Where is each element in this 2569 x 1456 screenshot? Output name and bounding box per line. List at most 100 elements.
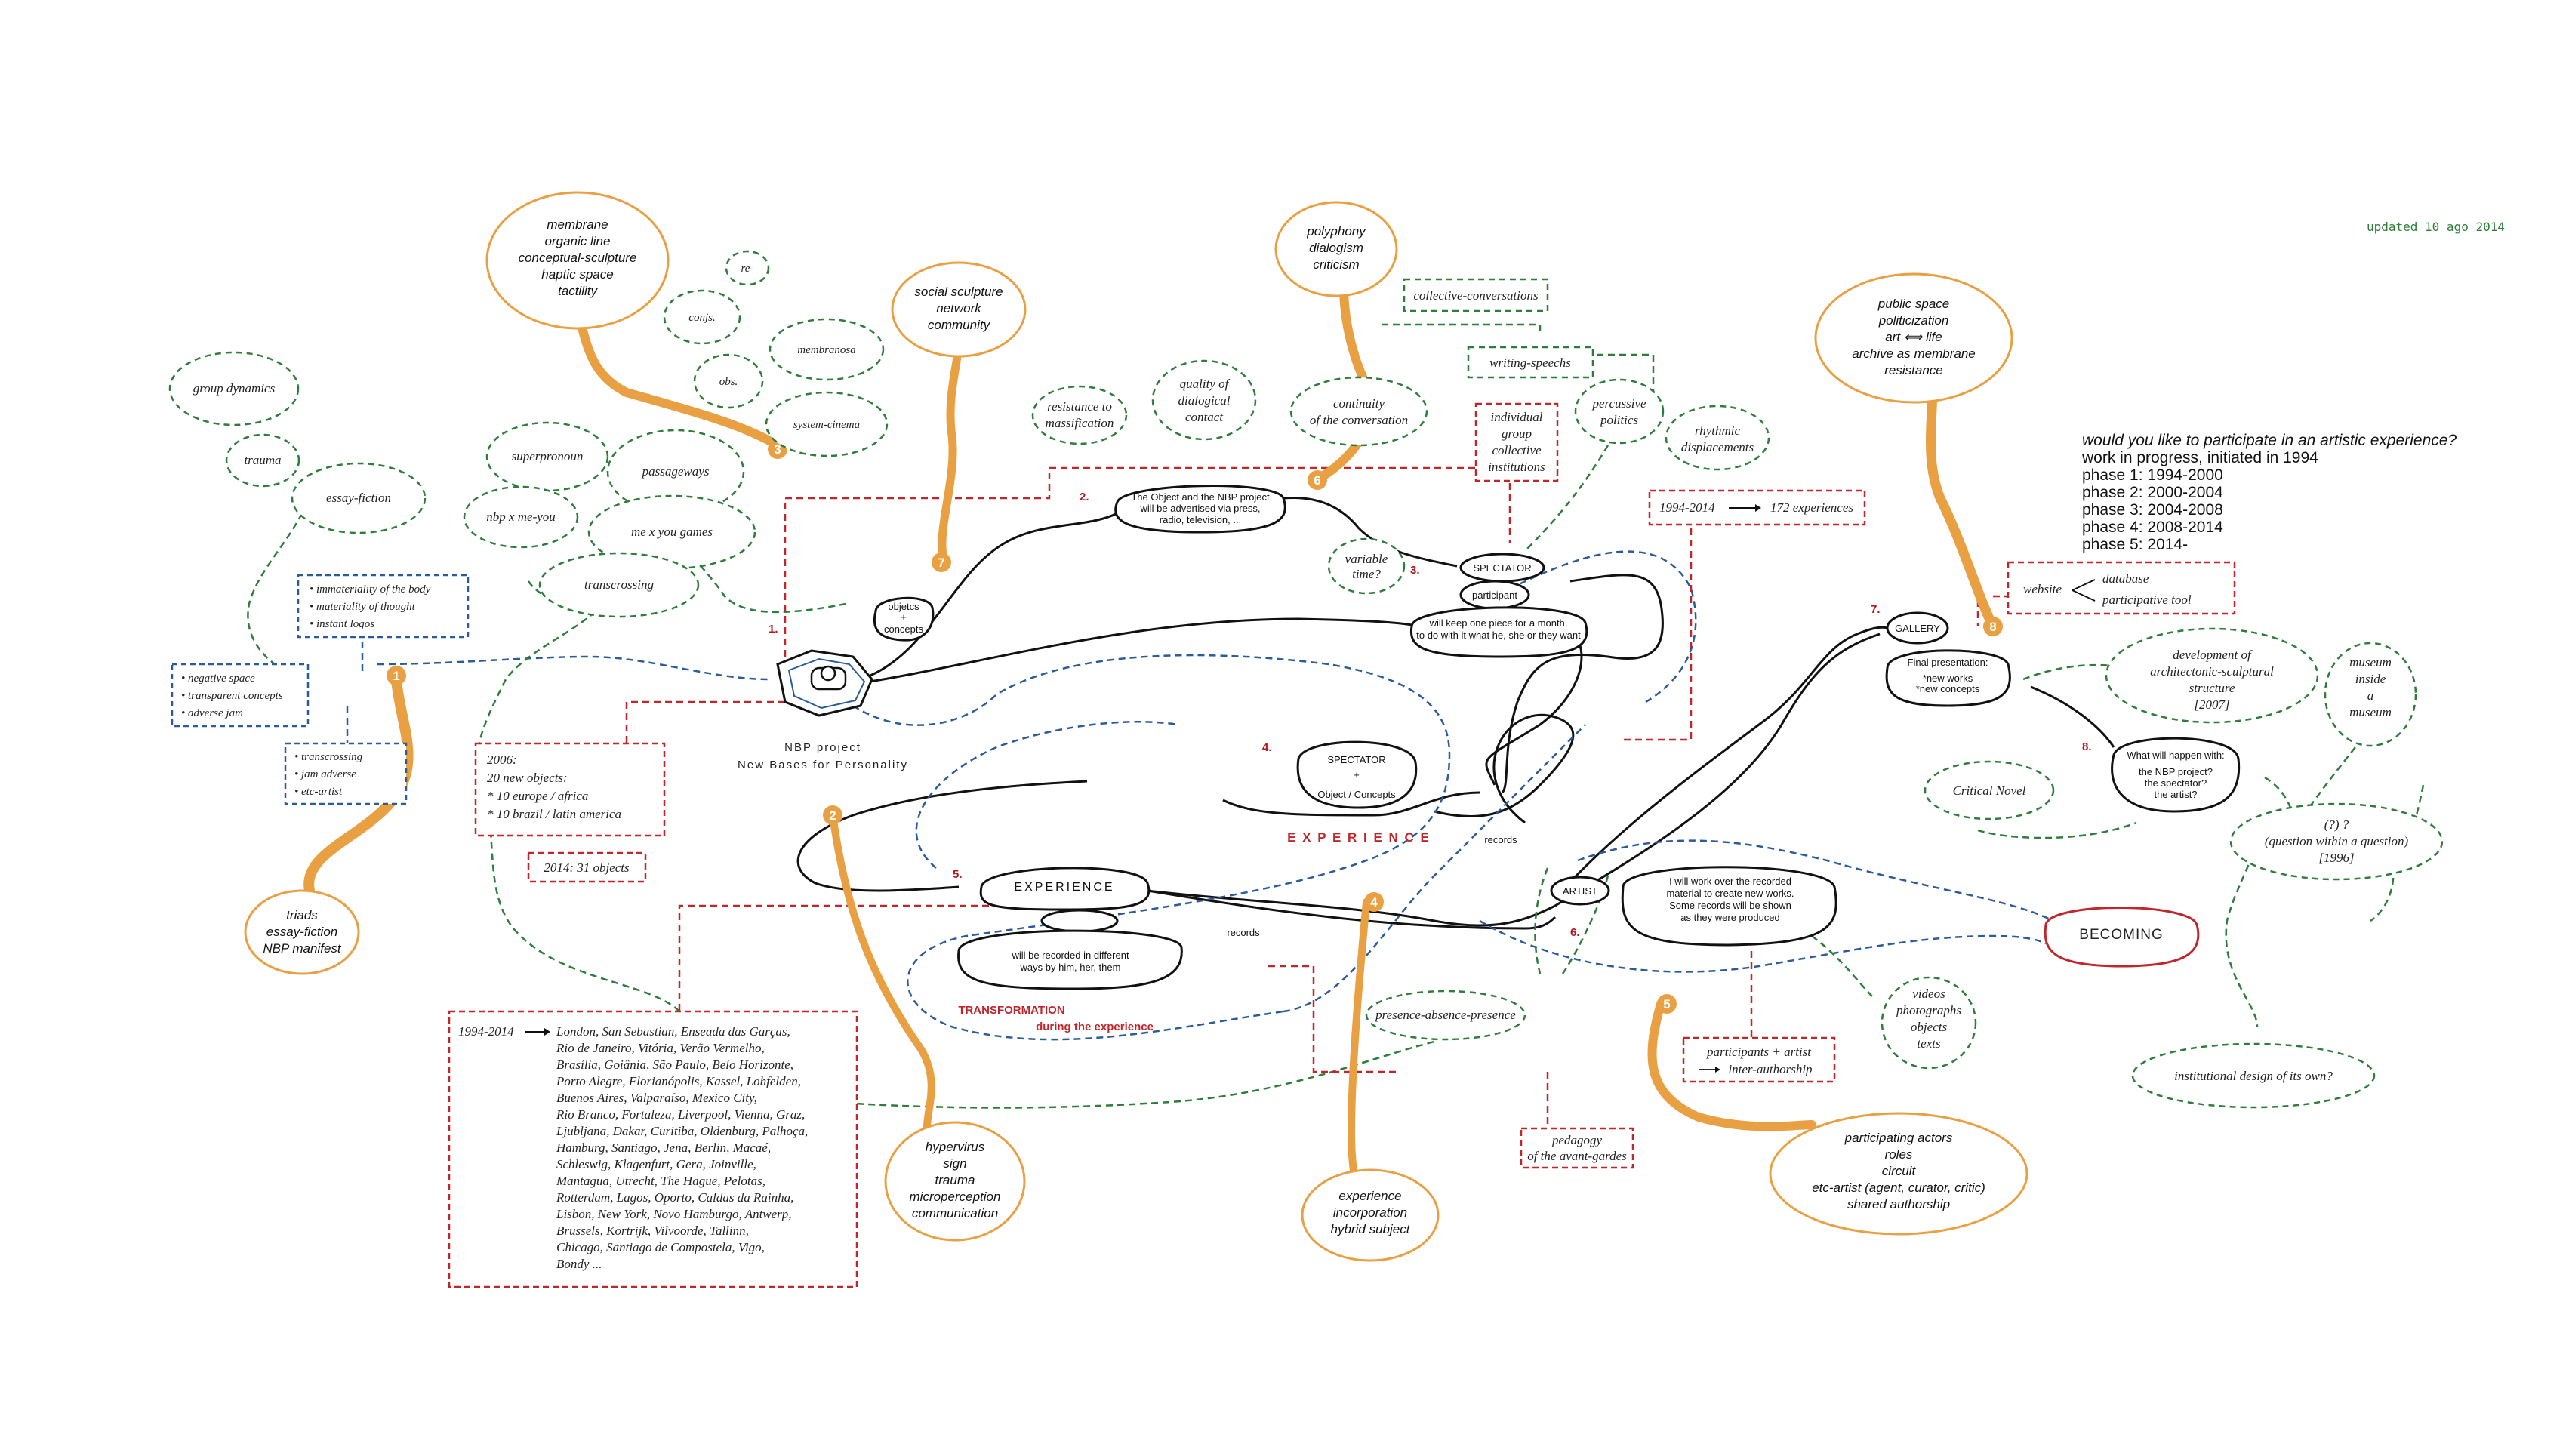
green-boxes: collective-conversations writing-speechs <box>1403 278 1594 379</box>
orange-num-5: 5 <box>1663 997 1670 1011</box>
website-label: website <box>2023 582 2062 596</box>
nbp-object-icon[interactable] <box>776 649 873 717</box>
intro-line-2: phase 1: 1994-2000 <box>2082 466 2223 484</box>
orange-num-6: 6 <box>1314 473 1320 488</box>
work-over-line-2: material to create new works. <box>1666 888 1794 899</box>
red-box-participants: participants + artist inter-authorship <box>1682 1036 1836 1083</box>
becoming-node: BECOMING <box>2044 907 2200 968</box>
exp172-count: 172 experiences <box>1770 500 1853 515</box>
individual-line-1: individual <box>1491 410 1543 424</box>
keep-line-2: to do with it what he, she or they want <box>1416 629 1581 641</box>
re-label: re- <box>741 263 754 275</box>
quality-line-1: quality of <box>1180 377 1231 391</box>
museum-line-1: museum <box>2349 655 2392 670</box>
work-over-line-4: as they were produced <box>1680 912 1780 923</box>
step-3: 3. <box>1410 564 1420 577</box>
development-line-3: structure <box>2189 681 2235 695</box>
objects2006-line-1: 2006: <box>487 753 517 767</box>
orange-4-line-1: experience <box>1338 1189 1401 1203</box>
orange-6-line-3: criticism <box>1313 257 1359 272</box>
what-happen-node: What will happen with: the NBP project? … <box>2111 737 2241 813</box>
blue-box-transcrossing: • transcrossing • jam adverse • etc-arti… <box>284 742 408 805</box>
writing-speechs-label: writing-speechs <box>1489 356 1571 370</box>
city-line: London, San Sebastian, Enseada das Garça… <box>556 1024 790 1039</box>
negative-line-2: • transparent concepts <box>181 690 283 702</box>
percussive-line-2: politics <box>1600 413 1638 427</box>
orange-node-2: 2 hypervirus sign trauma microperception… <box>823 805 1026 1242</box>
presence-label: presence-absence-presence <box>1375 1008 1516 1022</box>
orange-marker-1 <box>387 666 406 685</box>
orange-node-7: 7 social sculpture network community <box>891 261 1027 572</box>
orange-8-line-5: resistance <box>1884 363 1942 377</box>
gallery-label: GALLERY <box>1895 623 1940 634</box>
spectator-2-line-2: + <box>1354 769 1360 780</box>
spectator-2-line-1: SPECTATOR <box>1327 754 1385 765</box>
variable-line-1: variable <box>1345 552 1388 566</box>
continuity-line-2: of the conversation <box>1310 413 1408 427</box>
city-line: Rio de Janeiro, Vitória, Verão Vermelho, <box>556 1041 765 1055</box>
orange-marker-4 <box>1364 892 1384 912</box>
intro-question: would you like to participate in an arti… <box>2082 432 2457 449</box>
arrowhead-icon <box>1755 504 1761 512</box>
intro-line-3: phase 2: 2000-2004 <box>2082 484 2223 501</box>
during-label: during the experience <box>1036 1020 1154 1033</box>
city-line: Ljubljana, Dakar, Curitiba, Oldenburg, P… <box>556 1124 808 1138</box>
quality-line-2: dialogical <box>1178 393 1231 408</box>
objects-node: objetcs + concepts <box>873 596 935 642</box>
step-6: 6. <box>1570 926 1580 939</box>
superpronoun-label: superpronoun <box>512 449 584 463</box>
final-line-3: *new concepts <box>1916 683 1980 694</box>
exp172-years: 1994-2014 <box>1659 500 1715 515</box>
orange-5-line-4: etc-artist (agent, curator, critic) <box>1812 1180 1985 1195</box>
objects-line-1: objetcs <box>888 601 919 612</box>
orange-7-line-3: community <box>928 318 991 332</box>
advertised-line-2: will be advertised via press, <box>1140 503 1261 514</box>
orange-node-1: 1 triads essay-fiction NBP manifest <box>244 666 406 975</box>
critical-novel-label: Critical Novel <box>1953 783 2026 798</box>
objects-line-2: + <box>901 611 907 623</box>
trauma-label: trauma <box>244 453 281 467</box>
orange-num-2: 2 <box>829 808 836 823</box>
step-4: 4. <box>1262 741 1272 754</box>
orange-4-line-2: incorporation <box>1333 1205 1407 1220</box>
individual-line-3: collective <box>1492 443 1542 457</box>
orange-node-5: 5 participating actors roles circuit etc… <box>1657 994 2028 1236</box>
red-box-experiences: 1994-2014 172 experiences <box>1648 489 1866 526</box>
intro-line-5: phase 4: 2008-2014 <box>2082 519 2223 536</box>
orange-marker-6 <box>1308 470 1327 490</box>
what-happen-line-4: the artist? <box>2154 789 2197 800</box>
nbp-subtitle: New Bases for Personality <box>738 759 908 771</box>
gallery-node: GALLERY Final presentation: *new works *… <box>1885 611 2011 707</box>
orange-2-line-5: communication <box>912 1206 998 1221</box>
orange-7-line-2: network <box>936 301 982 316</box>
nbp-me-you-label: nbp x me-you <box>486 509 556 524</box>
resistance-line-1: resistance to <box>1047 399 1112 414</box>
orange-3-line-3: conceptual-sculpture <box>519 251 637 265</box>
step-2: 2. <box>1080 491 1089 503</box>
records-label-1: records <box>1484 834 1517 845</box>
step-1: 1. <box>769 623 778 636</box>
work-over-line-3: Some records will be shown <box>1669 900 1791 911</box>
immateriality-line-3: • instant logos <box>310 618 374 630</box>
blue-dashed-lines <box>346 550 2054 1041</box>
development-line-2: architectonic-sculptural <box>2150 664 2274 679</box>
question-line-2: (question within a question) <box>2265 834 2409 848</box>
intro-line-6: phase 5: 2014- <box>2082 536 2188 553</box>
city-line: Brasília, Goiânia, São Paulo, Belo Horiz… <box>556 1057 793 1072</box>
cities-years: 1994-2014 <box>458 1024 514 1039</box>
artist-node: ARTIST I will work over the recorded mat… <box>1550 866 1837 947</box>
city-line: Rotterdam, Lagos, Oporto, Caldas da Rain… <box>556 1190 793 1205</box>
orange-2-line-1: hypervirus <box>926 1140 985 1154</box>
records-label-2: records <box>1227 927 1260 938</box>
step-5: 5. <box>953 868 963 881</box>
individual-line-2: group <box>1502 426 1532 441</box>
orange-2-line-3: trauma <box>935 1173 975 1187</box>
step-8: 8. <box>2082 740 2092 753</box>
orange-marker-7 <box>932 553 951 572</box>
orange-3-line-4: haptic space <box>541 267 613 282</box>
membranosa-label: membranosa <box>797 344 856 356</box>
red-step-numbers: 1. 2. 3. 4. 5. 6. 7. 8. <box>769 491 2092 939</box>
orange-5-line-1: participating actors <box>1844 1131 1953 1145</box>
advertised-line-3: radio, television, ... <box>1160 514 1241 525</box>
